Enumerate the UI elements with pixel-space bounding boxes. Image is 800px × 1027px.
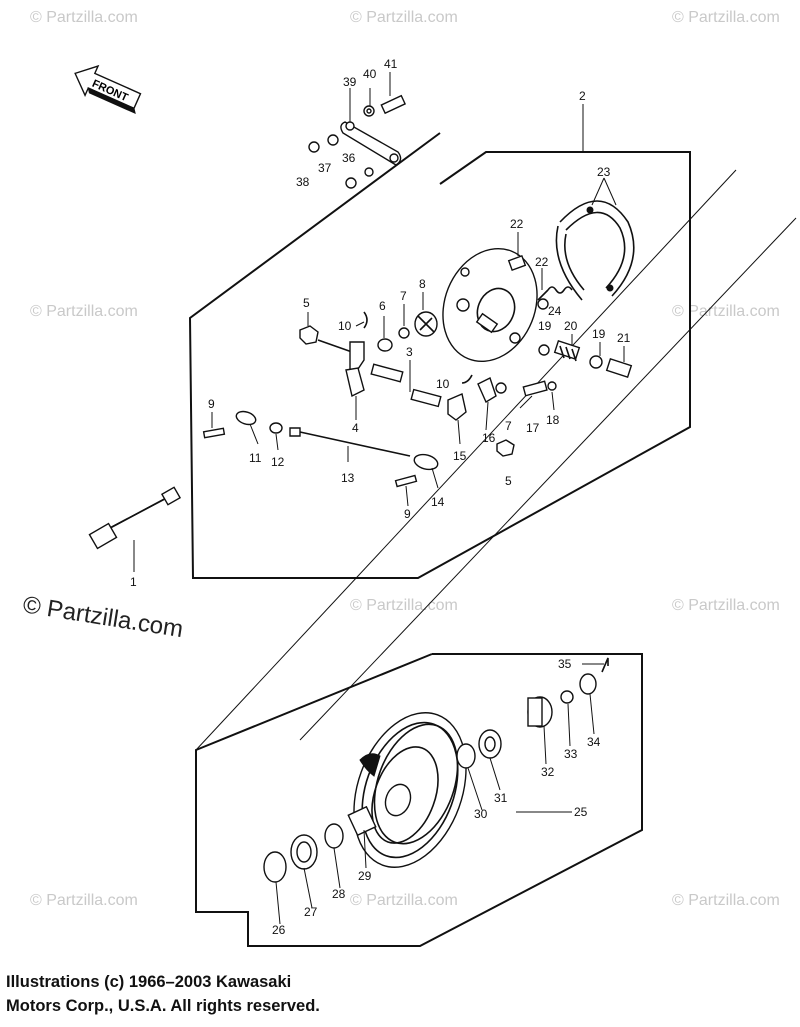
part-label: 34 [587,735,601,749]
watermark: © Partzilla.com [30,892,138,909]
part-label: 4 [352,421,359,435]
part-label: 12 [271,455,285,469]
copyright-line: Motors Corp., U.S.A. All rights reserved… [6,997,320,1015]
cam-lever-parts [538,340,633,378]
watermark: © Partzilla.com [350,597,458,614]
part-label: 41 [384,57,398,71]
part-label: 13 [341,471,355,485]
part-label: 27 [304,905,318,919]
part-label: 29 [358,869,372,883]
part-label: 8 [419,277,426,291]
brake-rod-group [202,410,439,488]
watermark-large: © Partzilla.com [21,591,185,643]
part-label: 14 [431,495,445,509]
hub-right-parts [456,657,609,769]
part-label: 33 [564,747,578,761]
part-label: 10 [338,319,352,333]
brake-backing-plate [442,247,538,363]
part-label: 18 [546,413,560,427]
brake-panel-box [188,132,691,579]
part-label: 24 [548,304,562,318]
part-label: 3 [406,345,413,359]
part-label: 20 [564,319,578,333]
part-label: 10 [436,377,450,391]
part-label: 23 [597,165,611,179]
watermark: © Partzilla.com [672,892,780,909]
watermark: © Partzilla.com [350,9,458,26]
part-label: 7 [505,419,512,433]
brake-shoes [555,200,635,301]
part-label: 25 [574,805,588,819]
part-label: 9 [404,507,411,521]
copyright-line: Illustrations (c) 1966–2003 Kawasaki [6,973,292,991]
part-label: 1 [130,575,137,589]
wheel-hub [353,712,467,868]
axle-bolt [88,486,182,550]
part-label: 17 [526,421,540,435]
cam-and-springs [507,255,573,310]
part-label: 40 [363,67,377,81]
part-label: 30 [474,807,488,821]
part-label: 5 [303,296,310,310]
part-label: 19 [538,319,552,333]
watermark: © Partzilla.com [672,597,780,614]
part-label: 31 [494,791,508,805]
assembly-link-line [299,217,797,741]
part-label: 37 [318,161,332,175]
part-number-labels: 1 2 3 4 5 5 6 7 7 8 9 9 10 10 11 12 13 1… [130,57,631,937]
hub-left-parts [263,805,377,883]
part-label: 35 [558,657,572,671]
part-label: 28 [332,887,346,901]
part-label: 22 [535,255,549,269]
part-label: 19 [592,327,606,341]
part-label: 22 [510,217,524,231]
torque-link-group [308,94,407,189]
brake-arm-parts [299,311,557,457]
part-label: 36 [342,151,356,165]
copyright-notice: Illustrations (c) 1966–2003 Kawasaki Mot… [6,970,526,1018]
part-label: 9 [208,397,215,411]
front-arrow: FRONT [74,64,142,115]
part-label: 15 [453,449,467,463]
watermark: © Partzilla.com [672,303,780,320]
part-label: 11 [249,451,262,465]
watermark: © Partzilla.com [350,892,458,909]
leader-lines [133,72,625,925]
part-label: 5 [505,474,512,488]
part-label: 32 [541,765,555,779]
part-label: 2 [579,89,586,103]
hub-box [195,653,643,947]
part-label: 39 [343,75,357,89]
part-label: 26 [272,923,286,937]
watermark: © Partzilla.com [672,9,780,26]
part-label: 7 [400,289,407,303]
part-label: 38 [296,175,310,189]
assembly-link-line [195,169,737,751]
watermark: © Partzilla.com [30,303,138,320]
part-label: 6 [379,299,386,313]
part-label: 21 [617,331,631,345]
part-label: 16 [482,431,496,445]
watermark: © Partzilla.com [30,9,138,26]
